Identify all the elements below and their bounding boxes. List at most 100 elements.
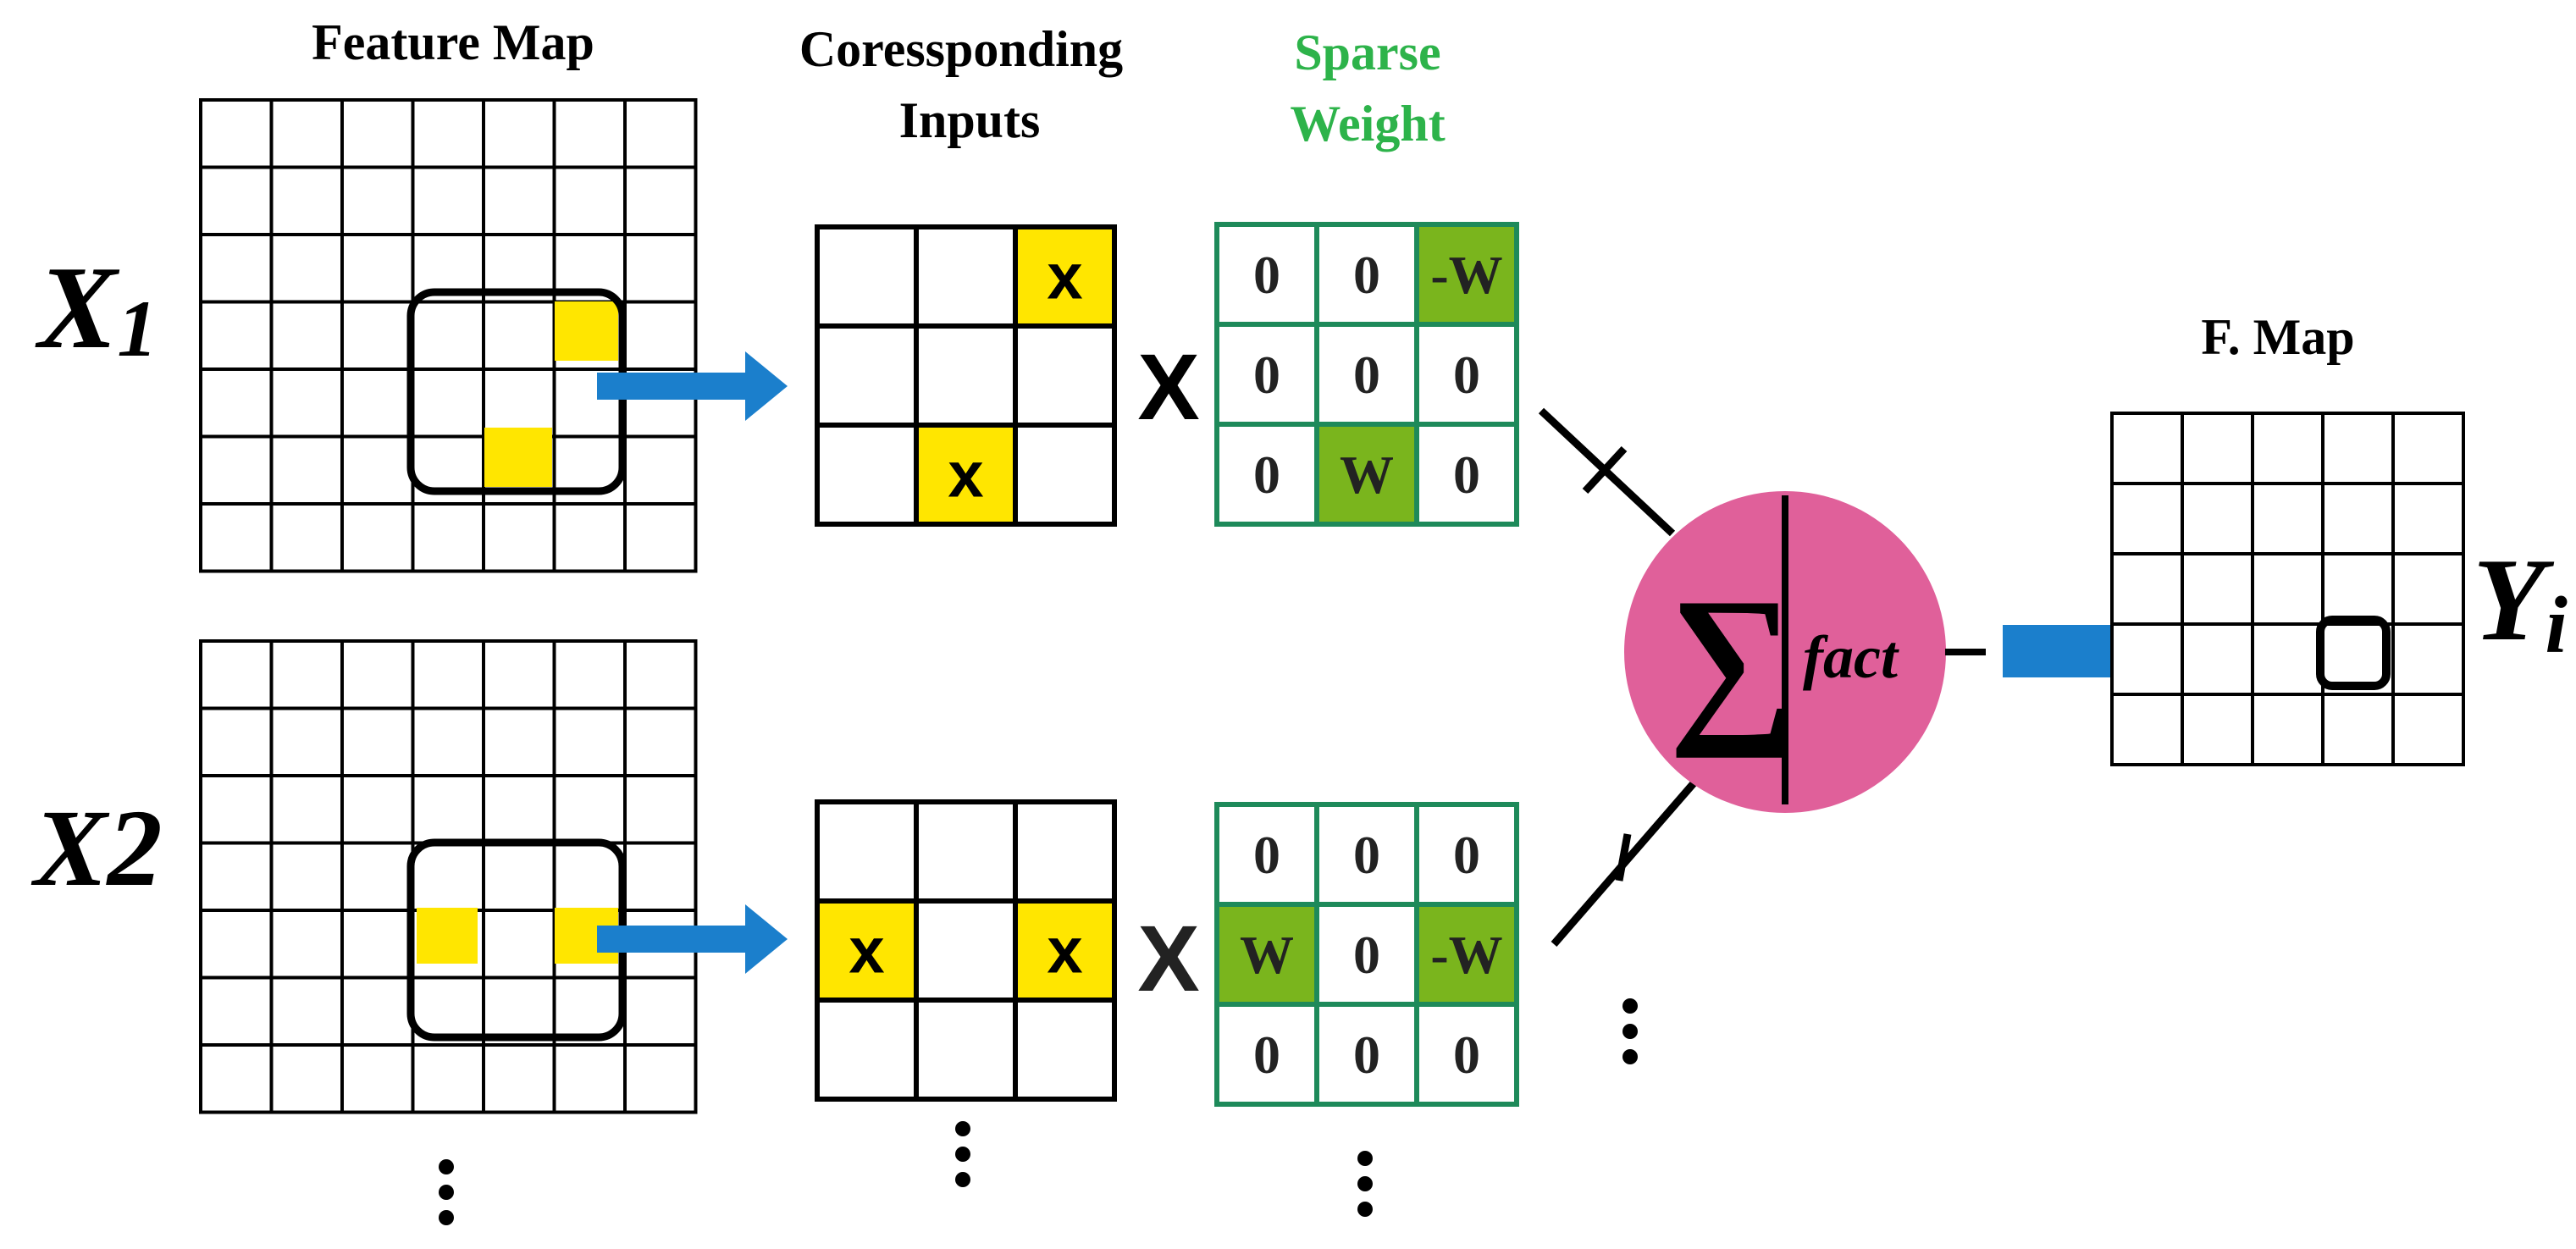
feature-map-cell [199,909,274,980]
weight-cell-value: -W [1430,925,1502,985]
output-feature-map-header: F. Map [2201,309,2354,365]
activation-label: fact [1803,623,1899,691]
feature-map-cell [269,774,344,845]
output-feature-map-cell [2110,693,2184,766]
output-unit-marker [2316,616,2391,690]
output-feature-map-cell [2110,622,2184,696]
feature-map-cell [623,1043,698,1114]
weight-cell-value: 0 [1253,445,1280,505]
arrow-x1-to-inputs [597,351,788,421]
feature-map-cell [199,1043,274,1114]
feature-map-grid-x2 [199,639,698,1114]
feature-map-cell [623,975,698,1047]
input-empty-cell [815,224,919,329]
feature-map-cell [340,233,415,304]
output-feature-map-cell [2321,412,2395,485]
input-active-cell [914,423,1018,527]
weight-zero-cell [1314,902,1419,1007]
feature-map-highlight-cell [417,908,478,964]
feature-map-cell [411,639,485,710]
weight-cell-value: 0 [1353,245,1380,305]
output-feature-map-cell [2110,412,2184,485]
weight-zero-cell [1214,322,1319,427]
output-label-yi: Yi [2473,534,2568,670]
weight-zero-cell [1314,222,1419,327]
feature-map-cell [482,639,556,710]
input-label-x2: X2 [30,788,163,909]
output-feature-map-cell [2181,622,2254,696]
input-empty-cell [914,323,1018,428]
feature-map-cell [269,909,344,980]
feature-map-cell [411,368,485,439]
feature-map-cell [269,502,344,573]
output-feature-map-cell [2181,482,2254,555]
feature-map-cell [482,1043,556,1114]
feature-map-cell [482,300,556,371]
input-empty-cell [815,323,919,428]
output-feature-map-cell [2251,412,2324,485]
output-feature-map-cell [2251,552,2324,626]
feature-map-cell [411,165,485,236]
multiply-sign-x2: X [1137,907,1199,1011]
input-empty-cell [815,998,919,1102]
feature-map-cell [623,841,698,912]
summation-neuron: ∑ fact [1624,491,1946,813]
input-active-cell [815,898,919,1003]
feature-map-cell [269,300,344,371]
feature-map-cell [482,502,556,573]
ellipsis-connections [1622,998,1638,1064]
weight-cell-value: 0 [1453,345,1480,405]
feature-map-cell [340,841,415,912]
output-feature-map-cell [2391,622,2465,696]
output-feature-map-cell [2251,622,2324,696]
feature-map-cell [552,639,627,710]
corresponding-inputs-grid-x1: xx [815,224,1117,527]
feature-map-cell [340,706,415,777]
feature-map-cell [199,368,274,439]
input-cell-value: x [1047,241,1082,313]
weight-zero-cell [1214,422,1319,527]
feature-map-cell [269,975,344,1047]
feature-map-cell [552,706,627,777]
feature-map-cell [623,774,698,845]
output-feature-map-cell [2251,482,2324,555]
feature-map-highlight-cell [484,428,552,487]
feature-map-cell [623,639,698,710]
output-feature-map-cell [2181,693,2254,766]
feature-map-cell [482,368,556,439]
feature-map-cell [269,841,344,912]
weight-zero-cell [1414,1002,1519,1107]
feature-map-cell [199,975,274,1047]
feature-map-cell [199,300,274,371]
ellipsis-inputs [955,1121,970,1187]
feature-map-cell [340,909,415,980]
weight-cell-value: 0 [1353,1025,1380,1085]
feature-map-cell [340,165,415,236]
feature-map-cell [340,975,415,1047]
weight-cell-value: 0 [1353,345,1380,405]
ellipsis-feature-map [439,1159,454,1225]
input-cell-value: x [849,915,884,987]
feature-map-cell [269,98,344,169]
output-feature-map-cell [2110,482,2184,555]
weight-cell-value: 0 [1253,245,1280,305]
input-cell-value: x [1047,915,1082,987]
feature-map-cell [411,98,485,169]
feature-map-header: Feature Map [312,14,594,70]
feature-map-cell [269,368,344,439]
feature-map-cell [552,165,627,236]
feature-map-cell [623,98,698,169]
output-feature-map-cell [2321,693,2395,766]
feature-map-cell [411,706,485,777]
feature-map-cell [411,841,485,912]
feature-map-cell [482,98,556,169]
feature-map-cell [269,233,344,304]
weight-zero-cell [1414,422,1519,527]
corresponding-inputs-header-line2: Inputs [899,92,1041,148]
weight-nonzero-cell [1414,902,1519,1007]
output-feature-map-cell [2321,482,2395,555]
weight-cell-value: 0 [1253,825,1280,885]
